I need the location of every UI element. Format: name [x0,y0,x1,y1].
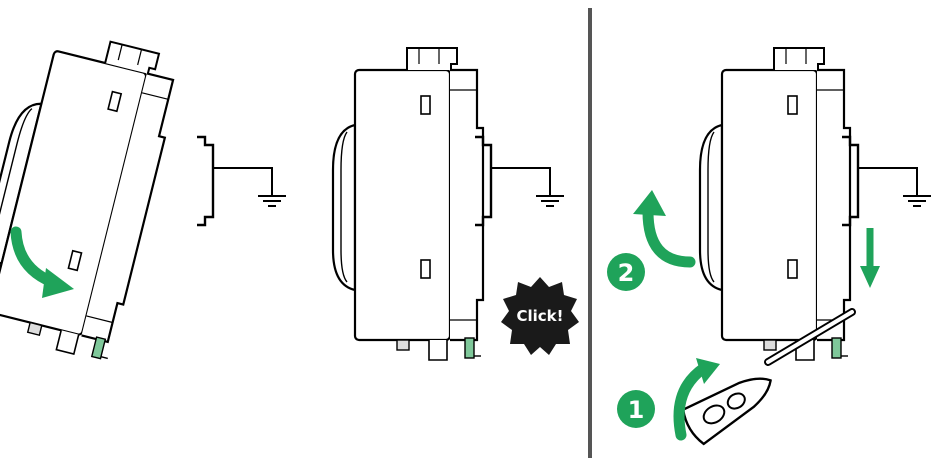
device-mounted [331,46,485,362]
ground-symbol-icon [257,181,287,207]
panel-mounted-on-rail: Click! [331,46,579,362]
ground-symbol-icon [535,181,565,207]
ground-wire [858,167,918,182]
down-arrow-icon [860,228,880,288]
curved-arrow-icon [10,226,74,298]
click-badge-label: Click! [517,307,564,325]
ground-symbol-icon [902,181,932,207]
ground-wire [491,167,551,182]
ground-wire [213,167,273,182]
curved-arrow-icon [673,358,720,441]
step-1-badge: 1 [617,390,655,428]
curved-arrow-icon [633,190,696,268]
panel-removal: 2 1 [607,46,932,446]
step-2-number: 2 [618,259,635,287]
device-tilted [0,22,186,364]
din-rail [195,135,215,227]
step-1-number: 1 [628,396,645,424]
device-removal [698,46,852,362]
panel-tilt-onto-rail [0,22,287,364]
step-2-badge: 2 [607,253,645,291]
screwdriver-icon [681,308,856,446]
click-badge: Click! [501,277,579,355]
